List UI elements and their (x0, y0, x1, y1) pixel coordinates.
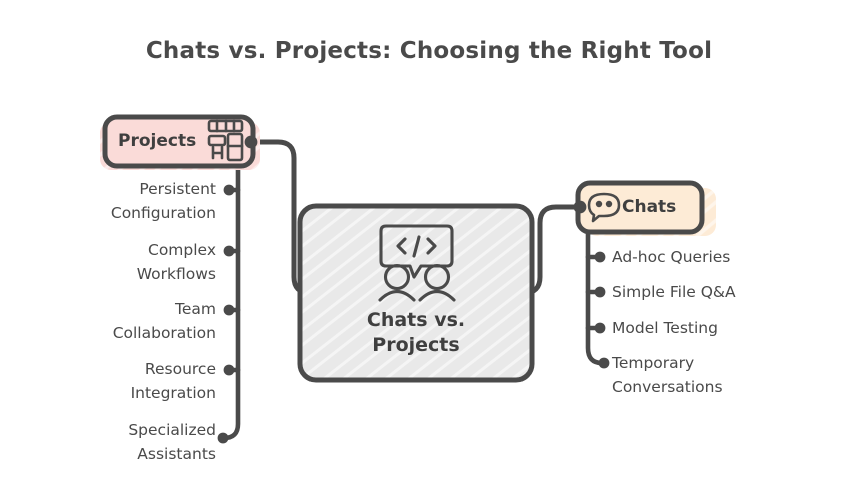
projects-item-3-line2: Integration (130, 383, 216, 402)
center-label-line1: Chats vs. (366, 309, 466, 331)
center-label-line2: Projects (372, 334, 460, 357)
chats-item-2[interactable]: Model Testing (612, 317, 812, 341)
projects-item-0[interactable]: Persistent Configuration (36, 178, 216, 225)
projects-item-1-line2: Workflows (136, 264, 216, 283)
chats-node (573, 180, 716, 236)
projects-item-0-line1: Persistent (139, 180, 216, 198)
speech-bubble-icon (587, 192, 621, 223)
projects-item-1[interactable]: Complex Workflows (36, 239, 216, 286)
projects-node (100, 114, 260, 170)
chats-item-3-line2: Conversations (612, 377, 723, 396)
projects-item-4-line1: Specialized (128, 421, 216, 439)
chats-item-3[interactable]: Temporary Conversations (612, 352, 812, 399)
projects-item-4[interactable]: Specialized Assistants (36, 419, 216, 466)
projects-node-label[interactable]: Projects (118, 131, 197, 151)
page-title: Chats vs. Projects: Choosing the Right T… (145, 38, 713, 64)
chats-node-label[interactable]: Chats (622, 197, 677, 217)
projects-item-2[interactable]: Team Collaboration (36, 298, 216, 345)
projects-item-2-line2: Collaboration (112, 323, 216, 342)
chats-item-0[interactable]: Ad-hoc Queries (612, 246, 812, 270)
chats-item-2-line1: Model Testing (612, 319, 718, 337)
chats-rail-dots (594, 251, 610, 369)
projects-item-3-line1: Resource (144, 360, 216, 378)
chats-item-3-line1: Temporary (612, 354, 695, 372)
center-node-label: Chats vs. Projects (300, 308, 532, 359)
chats-item-1-line1: Simple File Q&A (612, 283, 736, 301)
code-speech-bubble-people-icon (378, 224, 456, 302)
kanban-board-icon (207, 119, 244, 162)
projects-rail (221, 157, 241, 441)
projects-item-4-line2: Assistants (137, 444, 216, 463)
projects-rail-dots (217, 184, 235, 444)
center-node (297, 203, 535, 383)
projects-item-3[interactable]: Resource Integration (36, 358, 216, 405)
chats-item-0-line1: Ad-hoc Queries (612, 248, 731, 266)
chats-item-1[interactable]: Simple File Q&A (612, 281, 812, 305)
projects-item-2-line1: Team (175, 300, 216, 318)
projects-item-1-line1: Complex (148, 241, 216, 259)
projects-item-0-line2: Configuration (110, 203, 216, 222)
